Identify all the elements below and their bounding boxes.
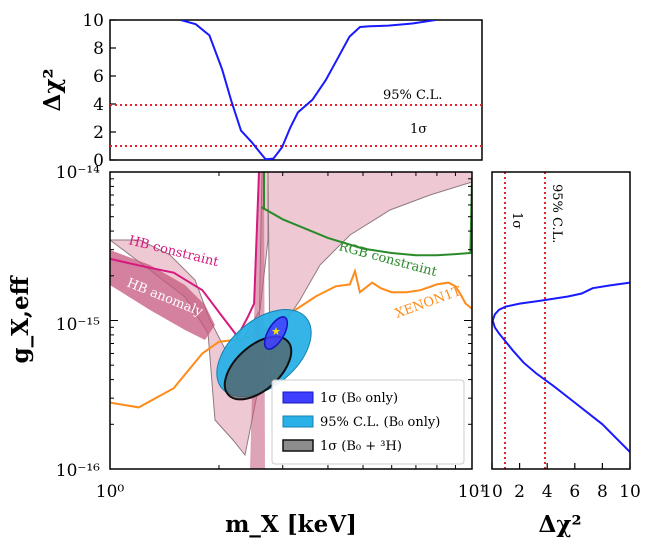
right-xtick-label: 10 [619,482,641,502]
label-rgb-constraint: RGB constraint [337,239,439,280]
main-x-axis-label: m_X [keV] [225,511,357,538]
top-y-ticks: 0 2 4 6 8 10 [82,11,116,171]
top-ytick-label: 0 [93,151,104,171]
main-ytick-mid: 10⁻¹⁵ [56,315,100,335]
legend-text-95cl-b0: 95% C.L. (B₀ only) [320,415,440,430]
xenon1t-curve [110,267,472,409]
main-xtick-right: 10¹ [458,482,486,502]
right-xtick-label: 6 [569,482,580,502]
top-label-1sigma: 1σ [410,122,427,137]
right-label-95cl: 95% C.L. [549,184,564,243]
top-ytick-label: 10 [82,11,104,31]
legend-text-1sigma-b0: 1σ (B₀ only) [320,391,398,406]
right-x-axis-label: Δχ² [538,511,581,538]
top-label-95cl: 95% C.L. [383,88,442,103]
top-ytick-label: 8 [93,39,104,59]
top-ytick-label: 4 [93,95,104,115]
main-y-axis-label: g_X,eff [7,274,34,363]
top-chi2-curve [180,20,436,160]
main-xtick-left: 10⁰ [96,482,125,502]
main-ytick-bottom: 10⁻¹⁶ [56,461,100,481]
legend-swatch-1sigma-b0 [282,391,314,404]
hb-anomaly-band [110,250,215,340]
main-ticks [109,171,473,470]
legend-text-1sigma-b0h3: 1σ (B₀ + ³H) [320,439,402,454]
ellipse-1sigma-b0 [263,316,289,350]
legend-swatch-1sigma-b0h3 [282,439,314,452]
label-xenon1t: XENON1T [393,284,463,322]
top-ytick-label: 2 [93,123,104,143]
right-label-1sigma: 1σ [509,212,524,229]
right-panel-frame [491,171,631,470]
top-ytick-label: 6 [93,67,104,87]
right-xtick-label: 4 [542,482,553,502]
top-y-axis-label: Δχ² [39,68,66,111]
top-panel: 0 2 4 6 8 10 95% C.L. 1σ Δχ² [39,11,483,171]
right-chi2-curve [492,281,630,453]
legend: 1σ (B₀ only) 95% C.L. (B₀ only) 1σ (B₀ +… [271,379,465,465]
legend-swatch-95cl-b0 [282,415,314,428]
rgb-constraint-curve [260,178,472,257]
top-panel-frame [109,19,483,161]
best-fit-star: ★ [271,325,281,338]
right-xtick-label: 2 [514,482,525,502]
legend-box [271,379,465,465]
right-xtick-label: 8 [597,482,608,502]
right-xtick-label: 10 [481,482,503,502]
main-panel: ★ HB constraint HB anomaly RGB constrain… [7,163,486,538]
main-ytick-top: 10⁻¹⁴ [56,163,100,183]
hb-constraint-curve [110,172,260,339]
